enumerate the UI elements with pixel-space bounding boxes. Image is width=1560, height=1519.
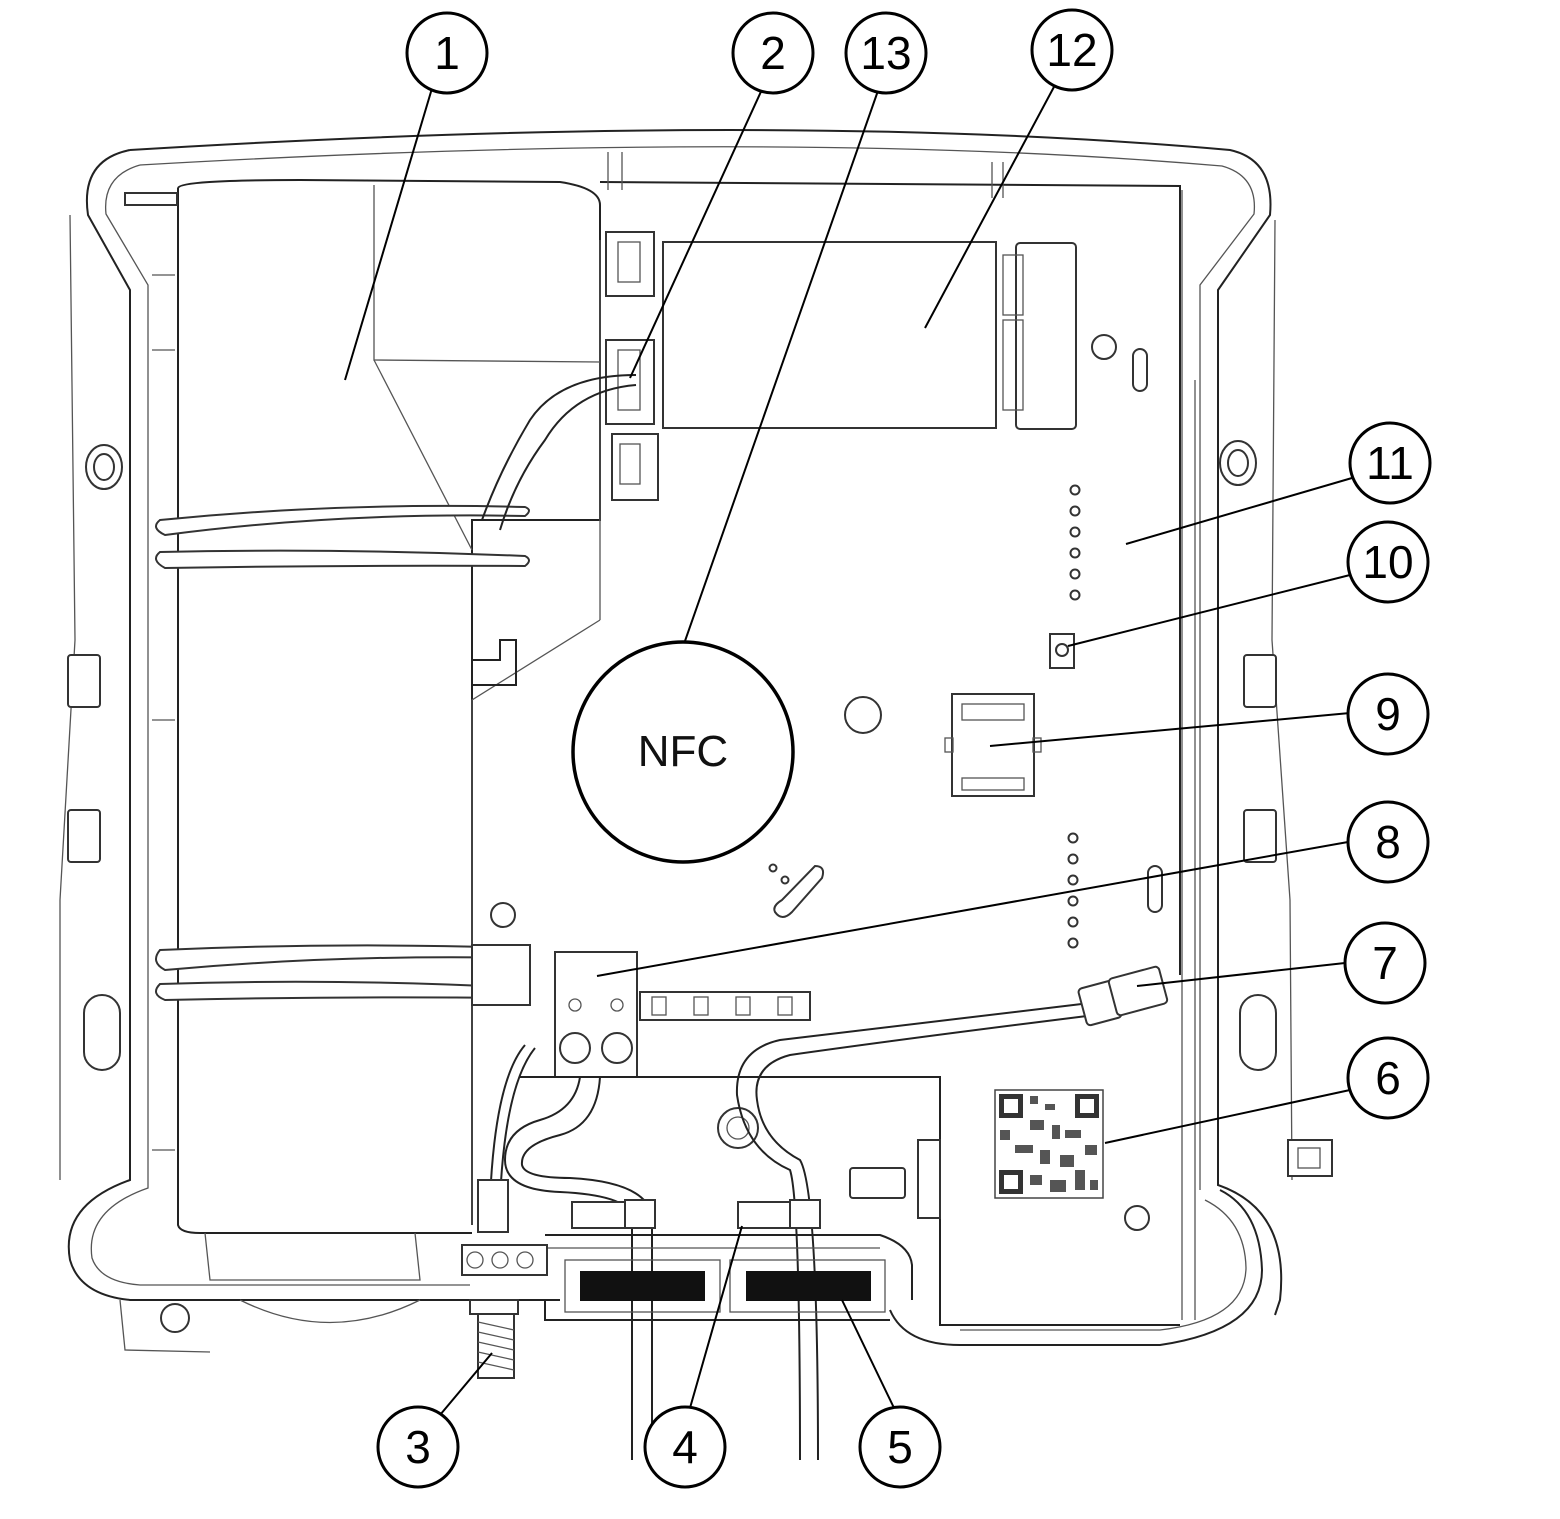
led-row-top bbox=[1069, 484, 1081, 601]
housing-outline bbox=[59, 129, 1333, 1353]
svg-text:10: 10 bbox=[1362, 536, 1413, 588]
circuit-board bbox=[481, 152, 1181, 1231]
leader-lines bbox=[344, 84, 1353, 1416]
callout-8: 8 bbox=[1346, 800, 1430, 884]
callout-11: 11 bbox=[1348, 421, 1432, 505]
svg-text:1: 1 bbox=[434, 27, 460, 79]
nfc-label: NFC bbox=[638, 727, 728, 776]
svg-text:11: 11 bbox=[1366, 437, 1414, 489]
callout-5: 5 bbox=[858, 1405, 942, 1489]
svg-text:5: 5 bbox=[887, 1421, 913, 1473]
svg-text:6: 6 bbox=[1375, 1052, 1401, 1104]
callout-4: 4 bbox=[643, 1405, 727, 1489]
svg-text:9: 9 bbox=[1375, 688, 1401, 740]
callout-6: 6 bbox=[1346, 1036, 1430, 1120]
battery-pack bbox=[124, 178, 601, 1324]
svg-text:13: 13 bbox=[860, 27, 911, 79]
callout-10: 10 bbox=[1346, 520, 1430, 604]
qr-code bbox=[994, 1089, 1104, 1199]
callout-13: 13 bbox=[844, 11, 928, 95]
callout-7: 7 bbox=[1343, 921, 1427, 1005]
svg-text:7: 7 bbox=[1372, 937, 1398, 989]
terminal-block bbox=[554, 951, 811, 1078]
antenna-cable bbox=[735, 965, 1169, 1461]
svg-text:12: 12 bbox=[1046, 24, 1097, 76]
power-cables bbox=[477, 1044, 821, 1460]
callout-2: 2 bbox=[731, 11, 815, 95]
callout-3: 3 bbox=[376, 1405, 460, 1489]
svg-text:2: 2 bbox=[760, 27, 786, 79]
svg-text:4: 4 bbox=[672, 1421, 698, 1473]
cable-glands bbox=[461, 1234, 913, 1379]
svg-text:8: 8 bbox=[1375, 816, 1401, 868]
led-row-bottom bbox=[1067, 832, 1079, 949]
nfc-antenna: NFC bbox=[571, 640, 795, 864]
svg-text:3: 3 bbox=[405, 1421, 431, 1473]
callout-1: 1 bbox=[405, 11, 489, 95]
callout-9: 9 bbox=[1346, 672, 1430, 756]
callout-12: 12 bbox=[1030, 8, 1114, 92]
lower-pcb bbox=[520, 1076, 1180, 1326]
